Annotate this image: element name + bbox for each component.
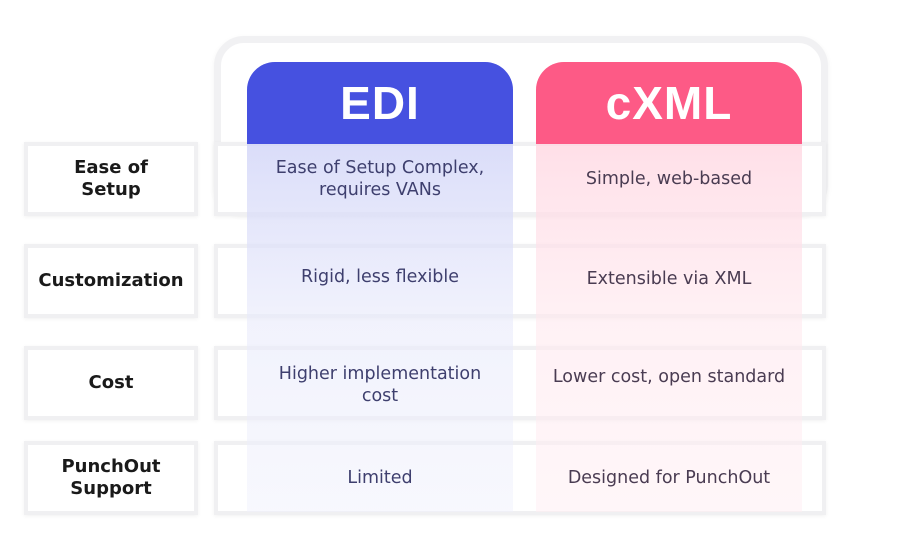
cell-cxml-customization: Extensible via XML xyxy=(536,242,802,316)
column-cxml: cXML Simple, web-based Extensible via XM… xyxy=(536,62,802,512)
row-label-text: Ease of Setup xyxy=(74,157,148,200)
column-header-edi: EDI xyxy=(247,62,513,144)
row-label-cost: Cost xyxy=(24,346,198,420)
column-edi: EDI Ease of Setup Complex, requires VANs… xyxy=(247,62,513,512)
cell-text: Rigid, less flexible xyxy=(300,267,460,287)
cell-text: Ease of Setup Complex, requires VANs xyxy=(275,158,485,200)
column-header-cxml: cXML xyxy=(536,62,802,144)
row-label-text: PunchOut Support xyxy=(61,456,161,499)
column-title-cxml: cXML xyxy=(605,77,733,129)
cell-cxml-ease-of-setup: Simple, web-based xyxy=(536,142,802,216)
cell-edi-punchout-support: Limited xyxy=(247,441,513,512)
row-label-customization: Customization xyxy=(24,244,198,318)
row-label-ease-of-setup: Ease of Setup xyxy=(24,142,198,216)
cell-edi-customization: Rigid, less flexible xyxy=(247,240,513,314)
row-label-text: Customization xyxy=(38,270,184,291)
row-label-punchout-support: PunchOut Support xyxy=(24,441,198,515)
cell-edi-ease-of-setup: Ease of Setup Complex, requires VANs xyxy=(247,142,513,216)
cell-text: Lower cost, open standard xyxy=(552,367,786,387)
cell-text: Designed for PunchOut xyxy=(567,468,771,488)
column-title-edi: EDI xyxy=(340,77,420,129)
cell-cxml-punchout-support: Designed for PunchOut xyxy=(536,441,802,512)
cell-text: Higher implementation cost xyxy=(278,364,482,406)
cell-text: Limited xyxy=(347,468,413,488)
cell-edi-cost: Higher implementation cost xyxy=(247,348,513,422)
cell-text: Simple, web-based xyxy=(585,169,753,189)
cell-cxml-cost: Lower cost, open standard xyxy=(536,340,802,414)
cell-text: Extensible via XML xyxy=(586,269,752,289)
row-label-text: Cost xyxy=(88,372,134,393)
